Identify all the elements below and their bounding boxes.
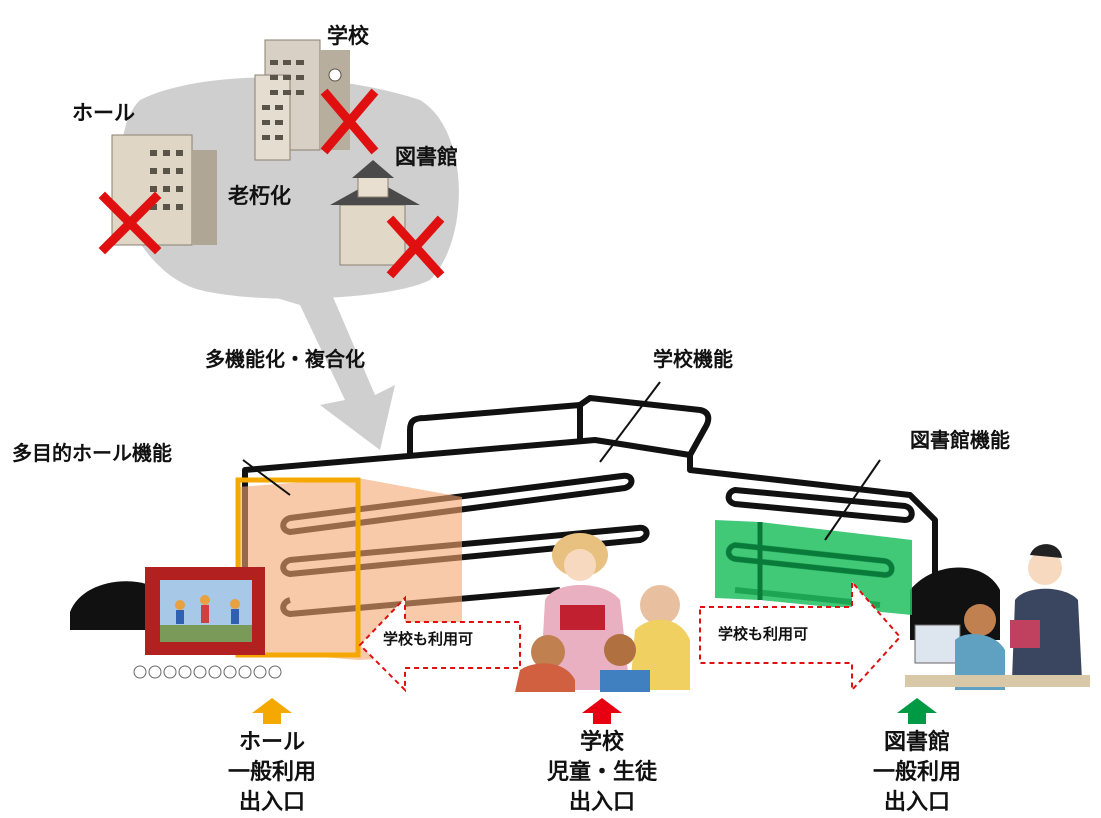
entrance-school-line3: 出入口 xyxy=(568,790,635,815)
entrance-library-line1: 図書館 xyxy=(883,730,950,755)
shared-use-right-arrow xyxy=(699,579,902,693)
shared-use-left-arrow xyxy=(358,595,521,693)
old-school-building xyxy=(254,39,350,161)
label-shared-use-left: 学校も利用可 xyxy=(383,630,474,648)
entrance-library-line2: 一般利用 xyxy=(872,760,961,785)
hall-entrance-arrow xyxy=(252,698,292,724)
label-aging: 老朽化 xyxy=(228,184,291,208)
entrance-library-label: 図書館 一般利用 出入口 xyxy=(847,728,987,818)
entrance-hall-line2: 一般利用 xyxy=(227,760,316,785)
entrance-hall-label: ホール 一般利用 出入口 xyxy=(202,728,342,818)
label-hall-function: 多目的ホール機能 xyxy=(12,441,172,465)
label-old-school: 学校 xyxy=(327,24,369,48)
entrance-school-line2: 児童・生徒 xyxy=(546,760,657,785)
label-old-library: 図書館 xyxy=(395,145,458,169)
cross-hall-icon xyxy=(98,191,162,255)
teacher-children-illustration xyxy=(515,533,690,692)
label-shared-use-right: 学校も利用可 xyxy=(718,625,809,643)
label-school-function: 学校機能 xyxy=(653,347,733,371)
leader-school xyxy=(599,381,661,463)
old-library-building xyxy=(330,160,420,266)
old-hall-building xyxy=(111,134,217,246)
entrance-library-line3: 出入口 xyxy=(883,790,950,815)
entrance-school-label: 学校 児童・生徒 出入口 xyxy=(532,728,672,818)
label-library-function: 図書館機能 xyxy=(910,428,1010,452)
bushes xyxy=(70,581,150,630)
librarian-illustration xyxy=(905,544,1090,690)
label-transition: 多機能化・複合化 xyxy=(205,347,365,371)
leader-library xyxy=(824,459,881,541)
entrance-hall-line3: 出入口 xyxy=(238,790,305,815)
transition-arrow xyxy=(250,290,395,450)
library-entrance-arrow xyxy=(897,698,937,724)
school-entrance-arrow xyxy=(582,698,622,724)
entrance-school-line1: 学校 xyxy=(579,730,624,755)
cross-school-icon xyxy=(320,88,379,155)
leader-hall xyxy=(242,459,291,496)
label-old-hall: ホール xyxy=(72,101,135,125)
entrance-hall-line1: ホール xyxy=(238,730,305,755)
stage-illustration xyxy=(133,567,282,679)
cross-library-icon xyxy=(386,215,445,279)
